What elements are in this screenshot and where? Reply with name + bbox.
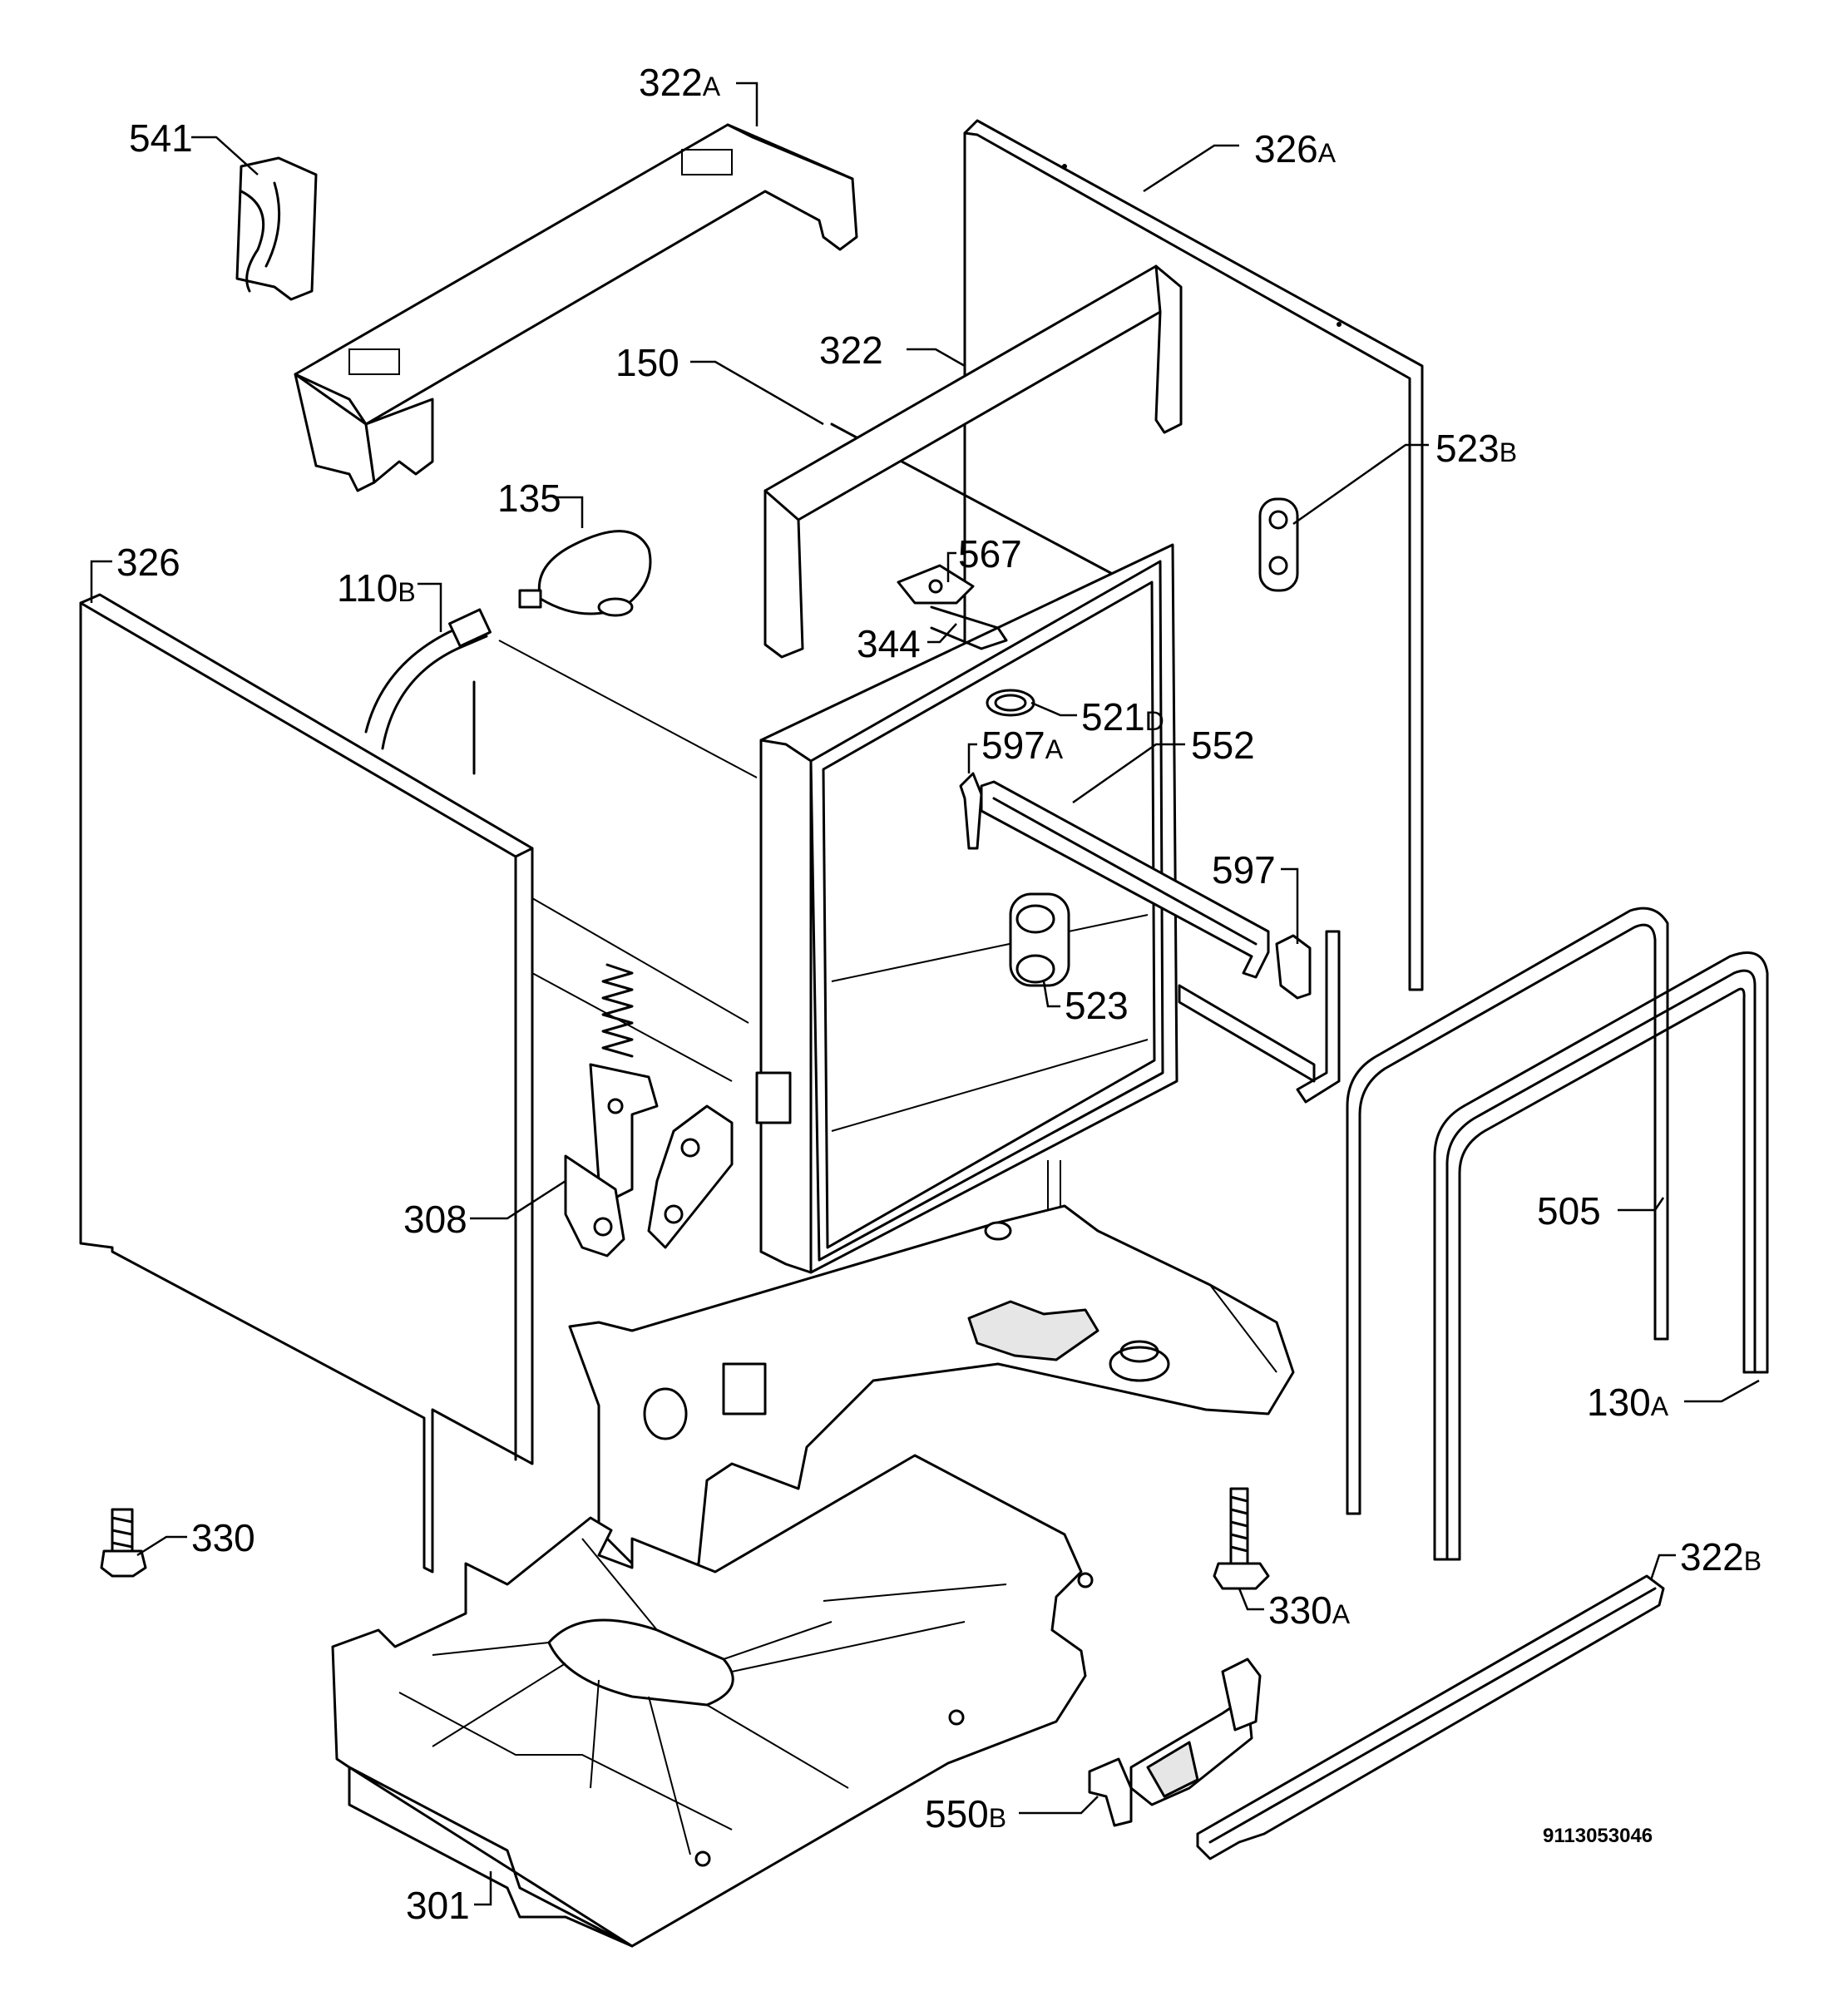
part-130A-seal [1433, 951, 1769, 1561]
part-322A-top-rail [294, 123, 858, 492]
label-308: 308 [403, 1198, 467, 1241]
label-523: 523 [1065, 984, 1129, 1027]
label-150: 150 [615, 341, 679, 384]
label-550B: 550B [925, 1792, 1006, 1835]
part-597-clip [1275, 934, 1312, 1000]
part-550B-bracket [1088, 1658, 1262, 1827]
part-505-door-seal [1346, 907, 1669, 1515]
part-597A-clip [959, 772, 983, 850]
label-330: 330 [191, 1516, 255, 1559]
part-135-float [518, 530, 652, 617]
label-330A: 330A [1268, 1588, 1351, 1632]
part-110B-hose [364, 608, 492, 750]
label-301: 301 [406, 1884, 470, 1927]
drawing-code: 9113053046 [1543, 1825, 1653, 1847]
label-130A: 130A [1587, 1381, 1669, 1424]
label-521D: 521D [1081, 695, 1164, 739]
part-523B-grommet [1258, 497, 1299, 592]
label-135: 135 [497, 477, 561, 520]
part-322B-strip [1196, 1574, 1665, 1860]
part-567-bracket [897, 564, 975, 605]
label-322A: 322A [639, 61, 721, 104]
part-523-grommet [1009, 892, 1070, 987]
part-344-spring [930, 605, 1008, 650]
label-523B: 523B [1435, 427, 1517, 470]
label-505: 505 [1537, 1189, 1601, 1233]
part-330-foot [100, 1508, 147, 1578]
label-322B: 322B [1680, 1535, 1762, 1579]
label-541: 541 [129, 116, 193, 160]
part-326-side-panel [79, 593, 534, 1574]
label-597A: 597A [981, 724, 1064, 767]
part-541-clip [235, 156, 318, 301]
part-front-frame [755, 543, 1178, 1274]
label-326: 326 [116, 541, 180, 584]
label-567: 567 [958, 532, 1022, 576]
part-330A-foot [1213, 1487, 1270, 1590]
label-344: 344 [857, 622, 921, 665]
label-326A: 326A [1254, 127, 1337, 170]
part-521D-ring [986, 689, 1035, 717]
part-322-top-frame [763, 264, 1183, 659]
leader-lines [90, 82, 1760, 1906]
label-110B: 110B [337, 566, 416, 610]
part-labels: 541 322A 326A 322 150 523B 135 567 326 1… [116, 61, 1762, 1927]
label-597: 597 [1212, 848, 1276, 892]
label-322: 322 [819, 329, 883, 372]
part-552-rail [980, 780, 1270, 979]
part-301-base-tray [331, 1454, 1094, 1948]
label-552: 552 [1191, 724, 1255, 767]
part-base-frame [568, 1204, 1295, 1582]
part-308-hinge [564, 963, 734, 1257]
